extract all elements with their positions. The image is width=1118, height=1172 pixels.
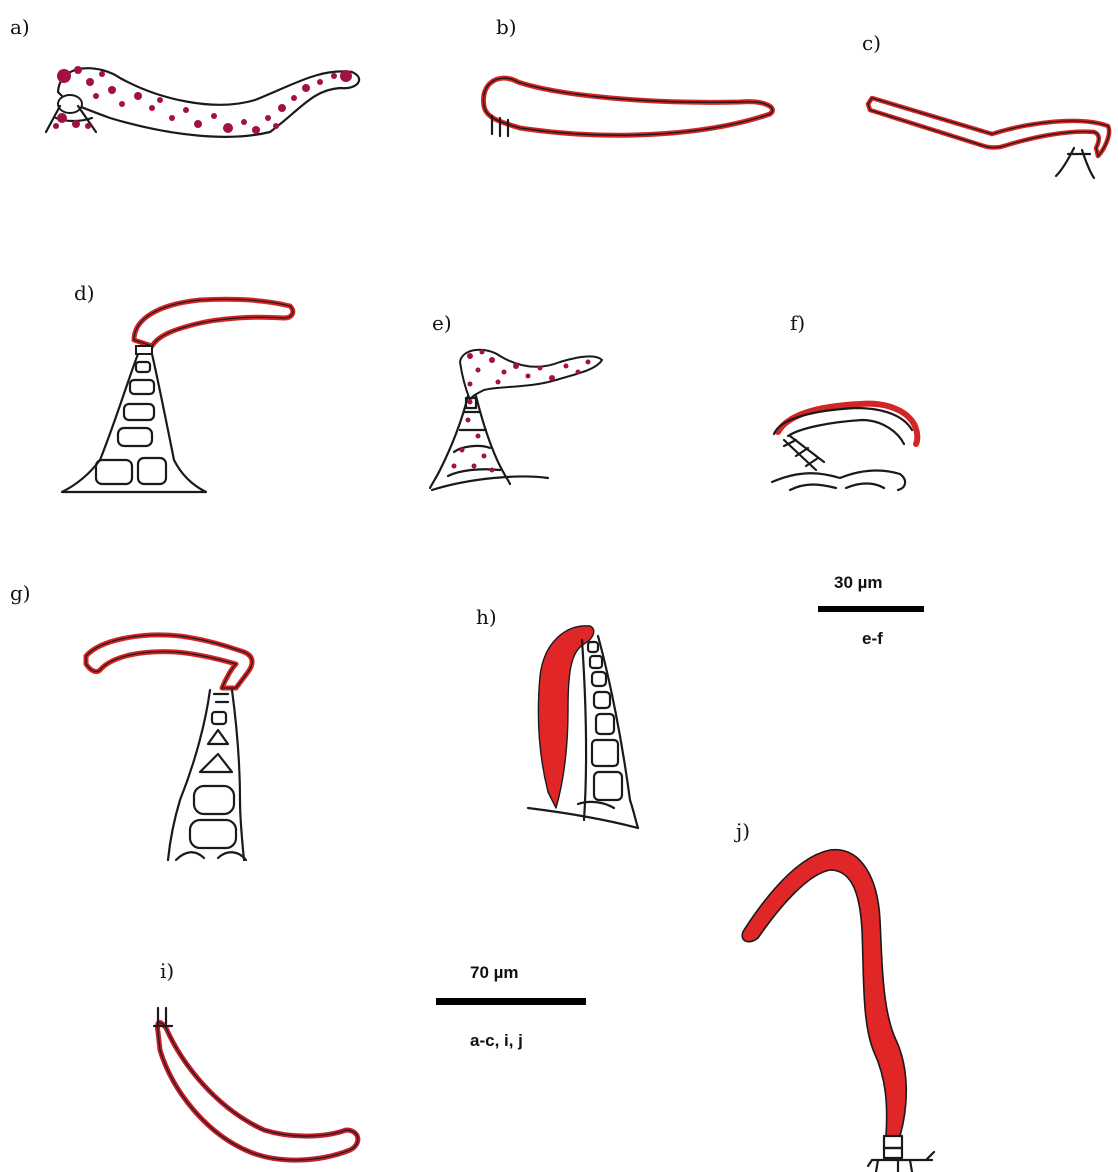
panel-h: h) bbox=[476, 605, 638, 828]
hair-j-base bbox=[868, 1136, 934, 1172]
hair-e bbox=[460, 350, 602, 400]
hair-f-red bbox=[778, 404, 917, 444]
panel-b: b) bbox=[483, 15, 772, 136]
panel-label-g: g) bbox=[10, 581, 31, 605]
panel-label-e: e) bbox=[432, 311, 452, 335]
hair-i bbox=[157, 1022, 357, 1160]
scale-bar-large-caption: a-c, i, j bbox=[470, 1031, 523, 1050]
panel-g: g) bbox=[10, 581, 252, 860]
hair-e-stalk bbox=[430, 396, 548, 490]
hair-d-stalk bbox=[62, 346, 206, 492]
panel-label-b: b) bbox=[496, 15, 517, 39]
panel-label-a: a) bbox=[10, 15, 30, 39]
panel-label-h: h) bbox=[476, 605, 497, 629]
panel-i: i) bbox=[154, 959, 358, 1160]
scale-bar-large-line bbox=[436, 998, 586, 1005]
panel-label-i: i) bbox=[160, 959, 174, 983]
panel-e: e) bbox=[430, 311, 602, 490]
hair-c-base bbox=[1056, 148, 1094, 178]
scale-bar-small: 30 µm e-f bbox=[818, 573, 924, 648]
panel-label-c: c) bbox=[862, 31, 881, 55]
scale-bar-small-caption: e-f bbox=[862, 629, 883, 648]
scale-bar-large: 70 µm a-c, i, j bbox=[436, 963, 586, 1050]
panel-label-j: j) bbox=[734, 819, 750, 843]
scale-bar-large-length: 70 µm bbox=[470, 963, 519, 982]
scale-bar-small-length: 30 µm bbox=[834, 573, 883, 592]
panel-f: f) bbox=[772, 311, 917, 490]
hair-g-stalk bbox=[168, 690, 246, 860]
scale-bar-small-line bbox=[818, 606, 924, 612]
panel-c: c) bbox=[862, 31, 1109, 178]
hair-j bbox=[742, 850, 906, 1136]
panel-label-f: f) bbox=[790, 311, 805, 335]
panel-d: d) bbox=[62, 281, 293, 492]
panel-j: j) bbox=[734, 819, 934, 1172]
hair-b bbox=[483, 78, 772, 135]
panel-a: a) bbox=[10, 15, 359, 137]
hair-a bbox=[58, 68, 359, 137]
panel-label-d: d) bbox=[74, 281, 95, 305]
